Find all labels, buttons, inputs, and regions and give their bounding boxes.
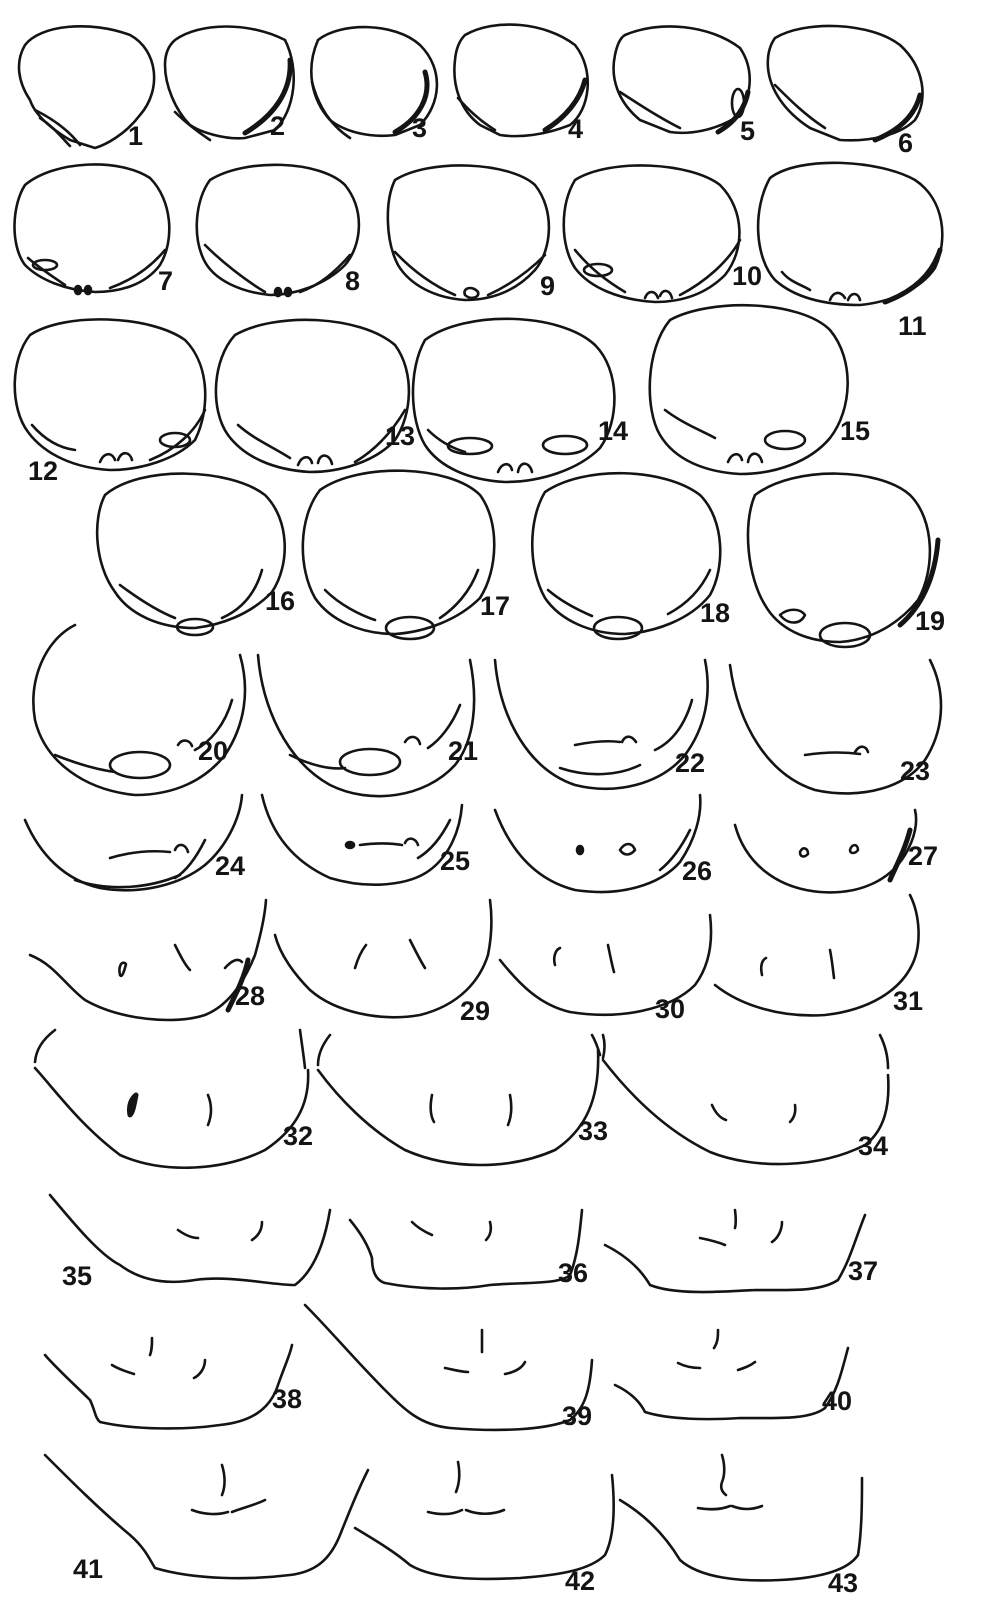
section-42: 42	[355, 1462, 614, 1596]
section-label: 12	[28, 456, 58, 486]
section-label: 41	[73, 1554, 103, 1584]
section-36: 36	[350, 1210, 588, 1289]
section-label: 24	[215, 851, 245, 881]
section-label: 28	[235, 981, 265, 1011]
section-label: 27	[908, 841, 938, 871]
section-label: 4	[568, 114, 583, 144]
section-18: 18	[532, 473, 730, 639]
section-label: 36	[558, 1258, 588, 1288]
section-label: 18	[700, 598, 730, 628]
section-23: 23	[730, 660, 941, 793]
section-22: 22	[495, 660, 708, 789]
section-11: 11	[758, 163, 942, 341]
section-label: 37	[848, 1256, 878, 1286]
section-label: 14	[598, 416, 628, 446]
section-label: 22	[675, 748, 705, 778]
section-40: 40	[615, 1330, 852, 1419]
section-label: 38	[272, 1384, 302, 1414]
section-label: 40	[822, 1386, 852, 1416]
section-35: 35	[50, 1195, 330, 1291]
section-6: 6	[768, 26, 923, 158]
section-label: 43	[828, 1568, 858, 1598]
section-label: 39	[562, 1401, 592, 1431]
section-33: 33	[318, 1035, 608, 1165]
section-5: 5	[614, 26, 755, 146]
section-20: 20	[33, 625, 245, 795]
section-label: 17	[480, 591, 510, 621]
section-9: 9	[388, 165, 555, 301]
section-label: 29	[460, 996, 490, 1026]
section-label: 10	[732, 261, 762, 291]
section-39: 39	[305, 1305, 592, 1431]
section-14: 14	[413, 319, 628, 482]
section-28: 28	[30, 900, 266, 1020]
section-label: 15	[840, 416, 870, 446]
section-37: 37	[605, 1210, 878, 1292]
section-27: 27	[735, 810, 938, 892]
section-label: 3	[412, 113, 427, 143]
section-29: 29	[275, 900, 491, 1026]
section-26: 26	[495, 795, 712, 892]
section-12: 12	[15, 319, 205, 486]
section-38: 38	[45, 1338, 302, 1428]
section-10: 10	[564, 165, 762, 302]
section-34: 34	[603, 1035, 888, 1164]
section-label: 30	[655, 994, 685, 1024]
section-25: 25	[262, 795, 470, 885]
section-1: 1	[19, 26, 154, 151]
section-label: 7	[158, 266, 173, 296]
section-21: 21	[258, 655, 478, 796]
section-label: 21	[448, 736, 478, 766]
section-label: 25	[440, 846, 470, 876]
section-label: 1	[128, 121, 143, 151]
section-label: 26	[682, 856, 712, 886]
section-3: 3	[311, 27, 437, 143]
section-label: 42	[565, 1566, 595, 1596]
section-label: 33	[578, 1116, 608, 1146]
section-31: 31	[715, 895, 923, 1016]
section-label: 35	[62, 1261, 92, 1291]
section-30: 30	[500, 915, 711, 1024]
section-label: 6	[898, 128, 913, 158]
section-label: 31	[893, 986, 923, 1016]
section-13: 13	[216, 320, 415, 472]
section-15: 15	[650, 305, 870, 474]
section-16: 16	[97, 474, 295, 635]
section-32: 32	[35, 1030, 313, 1168]
section-41: 41	[45, 1455, 368, 1584]
section-label: 5	[740, 116, 755, 146]
section-2: 2	[165, 27, 294, 142]
section-19: 19	[748, 474, 945, 647]
section-24: 24	[25, 795, 245, 890]
section-label: 16	[265, 586, 295, 616]
section-label: 32	[283, 1121, 313, 1151]
section-label: 19	[915, 606, 945, 636]
section-43: 43	[620, 1455, 862, 1598]
section-label: 13	[385, 421, 415, 451]
section-8: 8	[197, 165, 360, 296]
section-17: 17	[303, 471, 510, 639]
section-label: 9	[540, 271, 555, 301]
section-label: 20	[198, 736, 228, 766]
section-label: 2	[270, 111, 285, 141]
section-label: 23	[900, 756, 930, 786]
section-label: 34	[858, 1131, 888, 1161]
section-7: 7	[14, 164, 173, 296]
section-label: 8	[345, 266, 360, 296]
section-label: 11	[898, 311, 927, 341]
section-4: 4	[454, 25, 587, 144]
